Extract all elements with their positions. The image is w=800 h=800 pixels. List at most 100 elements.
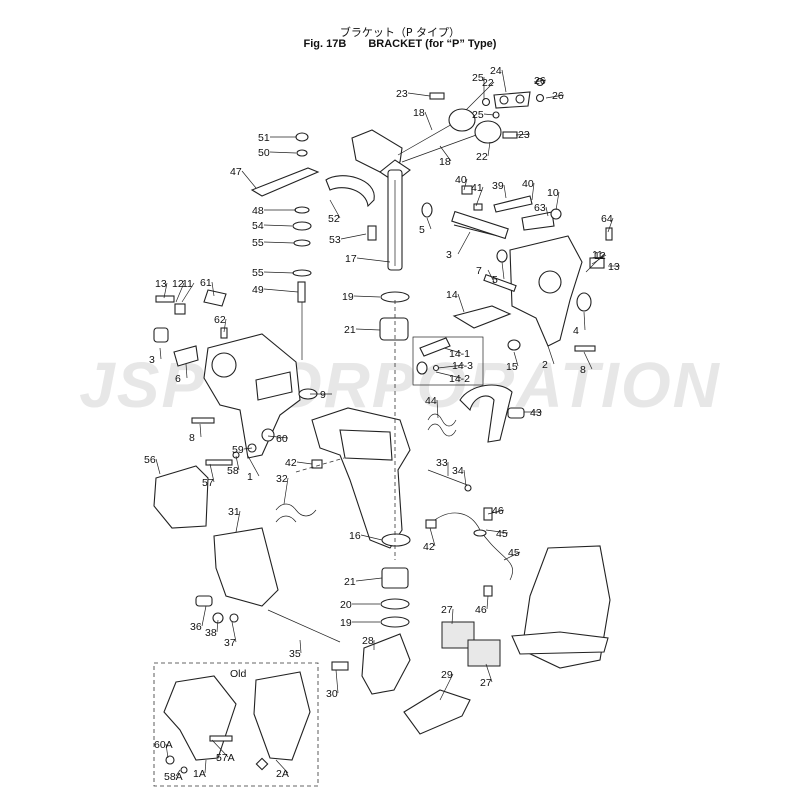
callout-label: 46 <box>492 505 504 517</box>
callout-leader <box>356 257 391 263</box>
callout-label: 26 <box>552 90 564 102</box>
callout-leader <box>545 94 565 99</box>
callout-label: 39 <box>492 180 504 192</box>
callout-label: 48 <box>252 205 264 217</box>
callout-leader <box>263 241 295 244</box>
callout-label: 22 <box>482 77 494 89</box>
callout-label: 36 <box>190 621 202 633</box>
callout-leader <box>204 759 207 774</box>
callout-label: 44 <box>425 395 437 407</box>
grease-hose-45 <box>311 459 513 597</box>
callout-leader <box>513 351 519 367</box>
callout-label: 55 <box>252 267 264 279</box>
screw-set-left <box>153 289 318 466</box>
callout-leader <box>209 463 215 483</box>
callout-label: 35 <box>289 648 301 660</box>
callout-label: 37 <box>224 637 236 649</box>
callout-leader <box>429 527 436 547</box>
callout-leader <box>475 186 484 207</box>
callout-label: 5 <box>492 274 498 286</box>
callout-label: 3 <box>446 249 452 261</box>
small-nuts-top <box>429 77 545 139</box>
callout-leader <box>443 347 462 354</box>
clamp-bracket-lower-31 <box>195 527 279 624</box>
callout-label: 15 <box>506 361 518 373</box>
callout-label: 13 <box>155 278 167 290</box>
callout-leader <box>267 435 289 439</box>
callout-leader <box>275 759 289 774</box>
callout-label: 12 <box>172 278 184 290</box>
callout-label: 5 <box>419 224 425 236</box>
callout-leader <box>583 351 593 370</box>
callout-leader <box>435 371 462 379</box>
callout-label: 1A <box>193 768 206 780</box>
align-line-1 <box>295 457 345 473</box>
shaft-35 <box>267 609 341 643</box>
callout-label: 13 <box>608 261 620 273</box>
callout-label: 8 <box>189 432 195 444</box>
callout-leader <box>439 145 452 162</box>
callout-leader <box>457 231 471 255</box>
callout-label: 62 <box>214 314 226 326</box>
callout-label: 2 <box>542 359 548 371</box>
callout-leader <box>296 461 313 465</box>
callout-label: 23 <box>518 129 530 141</box>
callout-label: 9 <box>320 389 326 401</box>
callout-label: 21 <box>344 576 356 588</box>
callout-leader <box>463 178 468 191</box>
callout-label: 58 <box>227 465 239 477</box>
callout-label: 50 <box>258 147 270 159</box>
callout-leader <box>175 769 181 777</box>
callout-leader <box>181 282 195 303</box>
callout-label: 3 <box>149 354 155 366</box>
callout-label: 41 <box>471 182 483 194</box>
callout-leader <box>487 269 495 283</box>
callout-leader <box>465 81 495 111</box>
callout-leader <box>353 295 381 298</box>
callout-label: 26 <box>534 75 546 87</box>
callout-leader <box>555 191 560 211</box>
callout-label: 43 <box>530 407 542 419</box>
washer-5-left <box>421 202 433 218</box>
callout-label: 1 <box>247 471 253 483</box>
guide-plate-52 <box>325 175 377 241</box>
callout-leader <box>503 184 507 199</box>
callout-label: 14-1 <box>449 348 470 360</box>
callout-label: 57A <box>216 752 235 764</box>
figure-number: Fig. 17B <box>303 38 347 50</box>
callout-label: 42 <box>423 541 435 553</box>
old-bolt-57A <box>209 735 233 742</box>
callout-leader <box>216 619 219 633</box>
callout-label: 2A <box>276 768 289 780</box>
old-nut-60A <box>165 755 175 765</box>
figure-title: BRACKET (for “P” Type) <box>368 38 497 50</box>
callout-label: 57 <box>202 477 214 489</box>
callout-label: 18 <box>439 156 451 168</box>
callout-leader <box>463 469 467 487</box>
callout-label: 32 <box>276 473 288 485</box>
old-box-label: Old <box>230 668 247 680</box>
bolt-30 <box>331 661 349 671</box>
callout-label: 59 <box>232 444 244 456</box>
callout-leader <box>501 261 505 280</box>
steering-pivot-part <box>351 129 411 271</box>
motor-housing-outline <box>511 545 611 669</box>
callout-label: 60A <box>154 739 173 751</box>
callout-label: 40 <box>522 178 534 190</box>
callout-leader <box>436 399 439 419</box>
callout-leader <box>283 477 289 505</box>
callout-label: 56 <box>144 454 156 466</box>
callout-leader <box>501 69 507 93</box>
callout-leader <box>235 510 241 533</box>
anode-27-upper <box>441 621 475 649</box>
callout-label: 61 <box>200 277 212 289</box>
callout-leader <box>485 529 509 534</box>
callout-leader <box>503 551 521 561</box>
callout-label: 11 <box>592 249 603 261</box>
callout-label: 27 <box>441 604 453 616</box>
callout-leader <box>451 608 454 625</box>
swivel-bracket-16 <box>311 407 411 549</box>
title-japanese: ブラケット（P タイプ） <box>339 26 461 39</box>
